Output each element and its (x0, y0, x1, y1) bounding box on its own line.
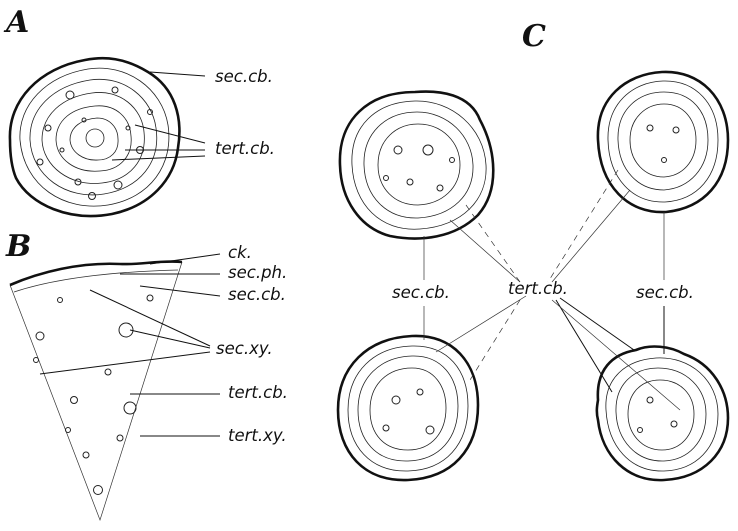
leader-b-ck (150, 254, 220, 264)
leader-c-tert-cb-tl-2 (466, 205, 520, 282)
leader-b-sec-xy-3 (40, 352, 210, 374)
label-c-sec-cb-left: sec.cb. (392, 283, 450, 302)
stem-cross-section-c-top-left (340, 92, 493, 239)
stem-wedge-b (10, 262, 182, 520)
label-b-ck: ck. (228, 243, 252, 262)
stem-cross-section-a (10, 58, 179, 216)
leader-c-tert-cb-tl (450, 220, 520, 282)
label-b-tert-cb: tert.cb. (228, 383, 288, 402)
label-a-tert-cb: tert.cb. (215, 139, 275, 158)
leader-c-tert-cb-tr-2 (548, 170, 618, 282)
label-b-sec-xy: sec.xy. (216, 339, 273, 358)
leader-b-sec-xy-2 (130, 330, 210, 348)
panel-label-a: A (3, 5, 29, 40)
panel-label-c: C (522, 19, 546, 54)
leader-b-sec-cb (140, 286, 220, 296)
stem-cross-section-c-top-right (598, 72, 728, 212)
leader-c-tert-cb-br-3 (552, 300, 680, 410)
label-a-sec-cb: sec.cb. (215, 67, 273, 86)
leader-c-tert-cb-br-2 (556, 300, 612, 392)
label-c-sec-cb-right: sec.cb. (636, 283, 694, 302)
leader-c-tert-cb-bl-2 (470, 300, 520, 380)
leader-a-tert-cb-1 (135, 125, 205, 143)
label-b-tert-xy: tert.xy. (228, 426, 287, 445)
panel-label-b: B (5, 229, 31, 264)
stem-cross-section-c-bottom-left (338, 336, 478, 480)
leader-b-sec-xy-1 (90, 290, 210, 346)
leader-a-sec-cb (150, 72, 205, 76)
label-c-tert-cb: tert.cb. (508, 279, 568, 298)
leader-c-tert-cb-tr (552, 190, 630, 282)
label-b-sec-ph: sec.ph. (228, 263, 287, 282)
label-b-sec-cb: sec.cb. (228, 285, 286, 304)
leader-c-tert-cb-bl (436, 296, 526, 352)
stem-cross-section-c-bottom-right (597, 347, 728, 481)
